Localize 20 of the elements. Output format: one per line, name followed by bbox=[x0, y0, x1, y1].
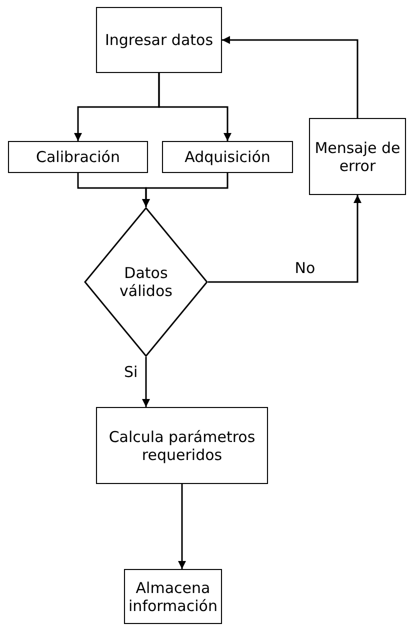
arrow bbox=[178, 484, 186, 569]
process-box bbox=[124, 569, 222, 624]
arrow bbox=[142, 357, 150, 407]
arrow bbox=[158, 73, 232, 141]
process-box bbox=[8, 141, 148, 173]
arrow bbox=[142, 173, 228, 207]
node-label: Datos válidos bbox=[118, 264, 174, 300]
arrow bbox=[208, 195, 362, 283]
node-label: Calcula parámetros requeridos bbox=[108, 428, 256, 464]
node-label: Mensaje de error bbox=[314, 138, 402, 174]
process-box bbox=[96, 407, 268, 484]
arrow bbox=[222, 36, 358, 118]
node-label: Calibración bbox=[35, 148, 121, 166]
process-box bbox=[96, 7, 222, 73]
node-label: Almacena información bbox=[128, 578, 218, 614]
decision-diamond bbox=[84, 207, 208, 357]
process-box bbox=[309, 118, 406, 195]
node-label: Adquisición bbox=[184, 148, 272, 166]
node-label: Ingresar datos bbox=[104, 31, 214, 49]
process-box bbox=[162, 141, 293, 173]
